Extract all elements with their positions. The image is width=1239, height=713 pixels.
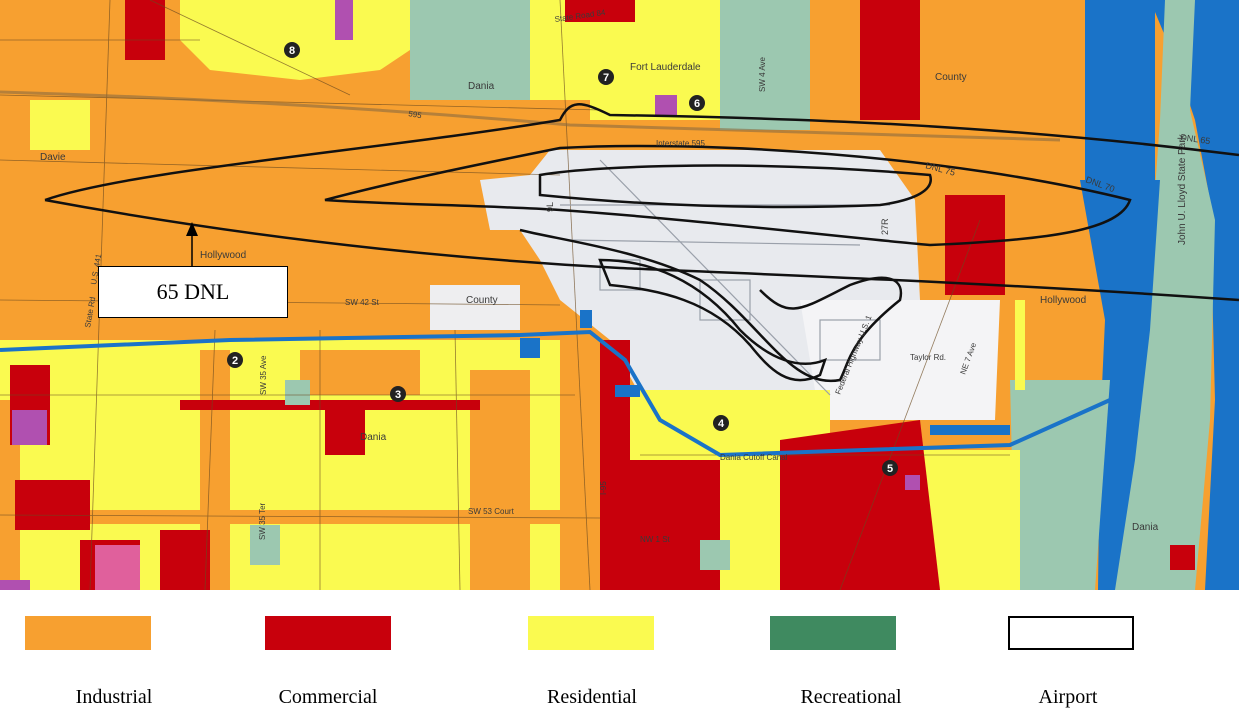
contour-dnl70-south (519, 228, 903, 383)
svg-text:8: 8 (289, 45, 295, 57)
road-label-595: 595 (408, 109, 423, 120)
dnl65-callout-label: 65 DNL (156, 279, 230, 304)
commercial-north-c (125, 0, 165, 60)
road-label-nw1: NW 1 St (640, 535, 671, 544)
road-label-canal: Dania Cutoff Canal (720, 453, 788, 462)
airport-zone-south (800, 300, 1000, 420)
road-label-sw35ave: SW 35 Ave (259, 355, 268, 395)
water-channel-north (1085, 0, 1155, 180)
marker-6: 6 (689, 95, 705, 111)
recreational-park-east (1010, 380, 1110, 590)
residential-north-west (180, 0, 420, 80)
svg-text:2: 2 (232, 355, 238, 367)
commercial-north-a (565, 0, 635, 22)
dnl65-callout-box: 65 DNL (98, 266, 288, 318)
commercial-south-mid (325, 405, 365, 455)
legend-swatch-residential (528, 616, 654, 650)
marker-8: 8 (284, 42, 300, 58)
place-label-fort-lauderdale: Fort Lauderdale (630, 62, 701, 73)
recreational-south-b (285, 380, 310, 405)
dania-cutoff-canal (0, 329, 1111, 458)
commercial-south-w2 (15, 480, 90, 530)
canal-basin-3 (615, 385, 640, 397)
place-label-dania-north: Dania (468, 81, 495, 92)
road-label-sw35ter: SW 35 Ter (258, 502, 267, 540)
commercial-south-d (780, 420, 940, 590)
svg-text:4: 4 (718, 418, 725, 430)
contour-label-dnl65: DNL 65 (1180, 132, 1211, 146)
road-label-sw42: SW 42 St (345, 298, 380, 307)
runway-label-27r: 27R (880, 218, 890, 235)
legend-swatch-industrial (25, 616, 151, 650)
purple-south-2 (0, 580, 30, 590)
marker-3: 3 (390, 386, 406, 402)
road-label-i595: Interstate 595 (656, 139, 705, 148)
road-label-sw53: SW 53 Court (468, 507, 515, 516)
road-label-i95: I-95 (599, 481, 608, 495)
contour-dnl65 (44, 103, 1239, 302)
canal-basin-2 (580, 310, 592, 328)
place-label-state-park: John U. Lloyd State Park (1177, 133, 1188, 245)
purple-north (335, 0, 353, 40)
place-label-county-north: County (935, 72, 967, 83)
legend-label-industrial: Industrial (75, 686, 153, 708)
residential-right-block (1015, 300, 1025, 390)
recreational-south-c (700, 540, 730, 570)
place-label-dania-mid: Dania (360, 432, 387, 443)
legend-swatch-recreational (770, 616, 896, 650)
legend-label-recreational: Recreational (800, 686, 902, 708)
place-label-dania-south: Dania (1132, 522, 1159, 533)
noise-contours (44, 103, 1239, 383)
svg-text:3: 3 (395, 389, 401, 401)
industrial-corridor-1 (0, 400, 20, 590)
residential-fort-lauderdale (590, 0, 720, 120)
commercial-south-c (600, 460, 720, 590)
legend-swatch-commercial (265, 616, 391, 650)
land-use-map: DNL 65 DNL 70 DNL 75 27R 9L Davie Hollyw… (0, 0, 1239, 590)
svg-text:7: 7 (603, 72, 609, 84)
legend-label-commercial: Commercial (278, 686, 378, 708)
commercial-south-strip (180, 400, 480, 410)
svg-text:5: 5 (887, 463, 893, 475)
svg-text:6: 6 (694, 98, 700, 110)
canal-basin-1 (520, 338, 540, 358)
canal-basin-4 (930, 425, 1010, 435)
contour-dnl75-south (598, 258, 828, 382)
purple-south-3 (905, 475, 920, 490)
road-label-taylor: Taylor Rd. (910, 353, 946, 362)
water-ocean (1150, 0, 1239, 590)
runway-label-9l: 9L (545, 202, 555, 212)
road-network (0, 0, 1010, 590)
marker-7: 7 (598, 69, 614, 85)
contour-dnl70 (324, 144, 1132, 247)
industrial-corridor-3 (0, 510, 600, 524)
place-label-hollywood-west: Hollywood (200, 250, 246, 261)
residential-north-left (30, 100, 90, 150)
place-label-hollywood-east: Hollywood (1040, 295, 1086, 306)
contour-dnl75 (538, 164, 932, 209)
recreational-north-east (720, 0, 810, 130)
commercial-north-b (860, 0, 920, 120)
legend-label-residential: Residential (547, 686, 637, 708)
interstate-595 (0, 90, 1061, 142)
recreational-south-a (250, 525, 280, 565)
legend-label-airport: Airport (1038, 686, 1098, 708)
legend-swatch-airport (1008, 616, 1134, 650)
pink-south-1 (95, 545, 140, 590)
place-label-davie: Davie (40, 152, 66, 163)
callout-arrow-head (186, 222, 198, 236)
commercial-south-b (160, 530, 210, 590)
pink-north (655, 95, 677, 117)
road-label-sw4ave: SW 4 Ave (758, 56, 767, 92)
marker-4: 4 (713, 415, 729, 431)
place-label-county-mid: County (466, 295, 498, 306)
marker-5: 5 (882, 460, 898, 476)
recreational-north-west (410, 0, 530, 100)
commercial-south-e (1170, 545, 1195, 570)
purple-south-1 (12, 410, 47, 445)
airport-zone-west (430, 285, 520, 330)
marker-2: 2 (227, 352, 243, 368)
